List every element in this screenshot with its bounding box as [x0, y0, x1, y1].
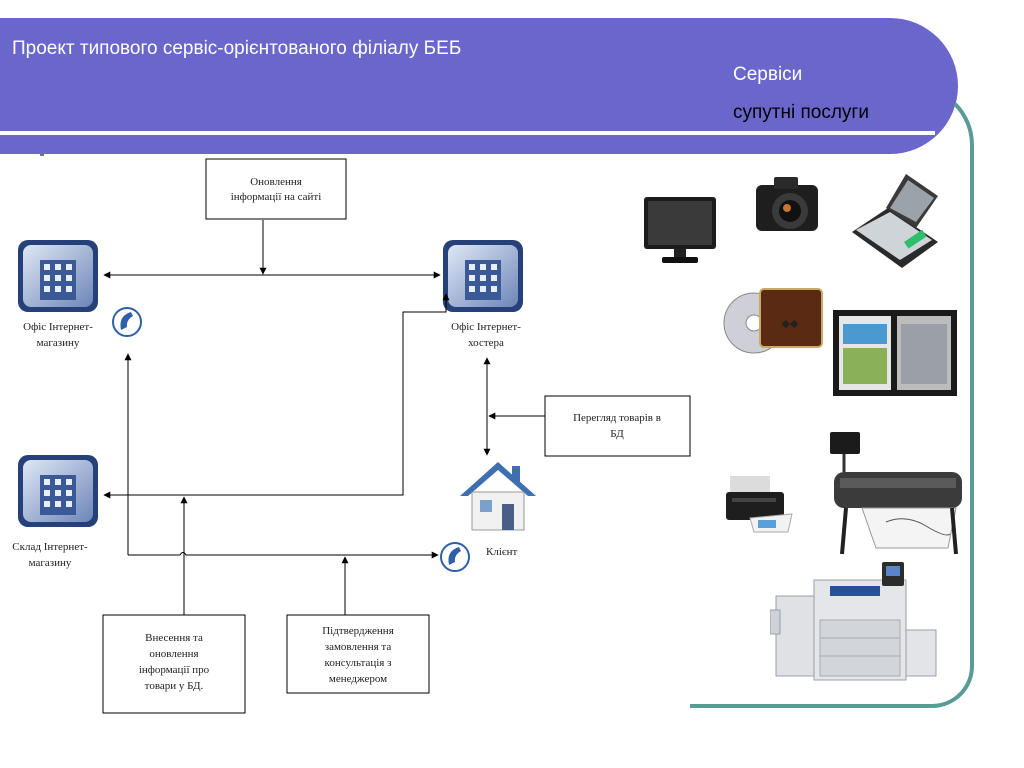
update-site-line-2: інформації на сайті	[231, 191, 322, 203]
client-house-icon	[460, 462, 536, 531]
warehouse-line-2: магазину	[29, 557, 72, 569]
plotter-icon	[830, 432, 962, 555]
client-label: Клієнт	[486, 546, 517, 558]
scanner-icon	[852, 174, 938, 268]
entry-line-1: Внесення та	[145, 632, 203, 644]
update-site-box	[205, 158, 347, 220]
printer-icon	[726, 476, 793, 533]
office-shop-line-1: Офіс Інтернет-	[23, 321, 93, 333]
slide-title: Проект типового сервіс-орієнтованого філ…	[12, 38, 462, 59]
entry-line-2: оновлення	[149, 648, 198, 660]
monitor-icon	[644, 197, 716, 263]
confirm-line-3: консультація з	[325, 657, 392, 669]
browse-line-1: Перегляд товарів в	[573, 412, 661, 424]
warehouse-line-1: Склад Інтернет-	[12, 541, 88, 553]
camera-icon	[756, 177, 818, 231]
confirm-line-2: замовлення та	[325, 641, 392, 653]
photo-prints-icon	[833, 310, 957, 396]
office-hoster-icon	[443, 240, 523, 312]
confirm-line-4: менеджером	[329, 673, 387, 685]
header-divider	[0, 131, 935, 135]
office-hoster-line-1: Офіс Інтернет-	[451, 321, 521, 333]
copier-icon	[770, 562, 937, 681]
disc-icon: ◆◆	[723, 288, 823, 354]
warehouse-icon	[18, 455, 98, 527]
slide-subtitle-related: супутні послуги	[733, 102, 869, 123]
confirm-line-1: Підтвердження	[322, 625, 394, 637]
entry-box	[102, 614, 246, 714]
office-shop-line-2: магазину	[37, 337, 80, 349]
slide-subtitle-services: Сервіси	[733, 64, 803, 85]
browse-box	[544, 395, 691, 457]
process-diagram: Оновлення інформації на сайті Офіс Інтер…	[12, 158, 691, 714]
update-site-line-1: Оновлення	[250, 176, 302, 188]
entry-line-4: товари у БД.	[145, 680, 204, 692]
office-shop-icon	[18, 240, 98, 312]
phone-icon-client	[440, 542, 470, 572]
entry-line-3: інформації про	[139, 664, 210, 676]
office-hoster-line-2: хостера	[468, 337, 504, 349]
svg-text:◆◆: ◆◆	[782, 318, 799, 330]
header-tick	[40, 140, 44, 156]
devices-frame	[690, 85, 974, 708]
phone-icon-shop	[112, 307, 142, 337]
browse-line-2: БД	[610, 428, 624, 440]
confirm-box	[286, 614, 430, 694]
